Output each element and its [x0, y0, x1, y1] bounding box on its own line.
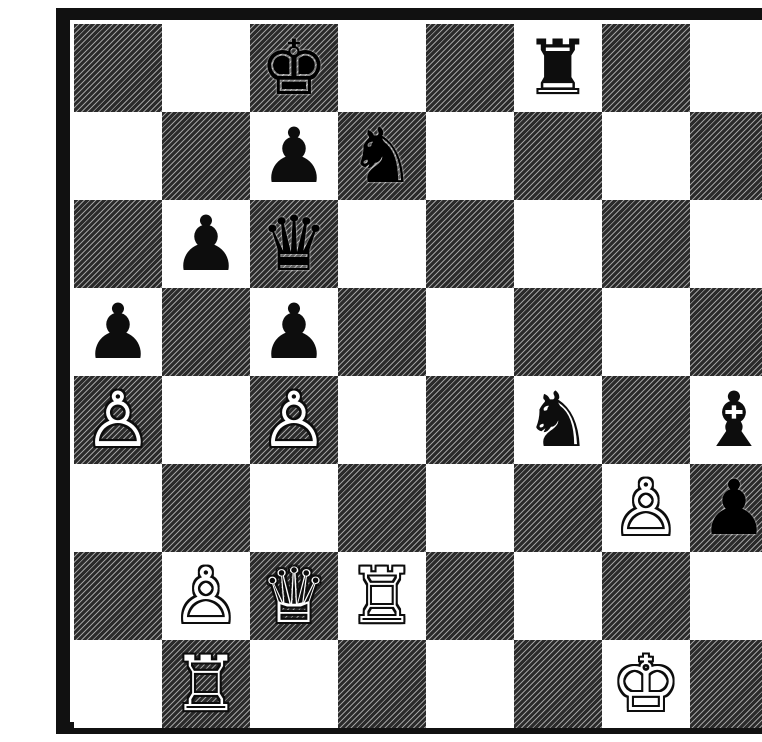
square-c8[interactable]: ♚ [250, 24, 338, 112]
square-g3[interactable]: ♙ [602, 464, 690, 552]
black-knight-icon[interactable]: ♞ [348, 118, 416, 194]
square-b4[interactable] [162, 376, 250, 464]
square-c6[interactable]: ♛ [250, 200, 338, 288]
square-d4[interactable] [338, 376, 426, 464]
white-pawn-icon[interactable]: ♙ [612, 470, 680, 546]
square-f5[interactable] [514, 288, 602, 376]
black-pawn-icon[interactable]: ♟ [84, 294, 152, 370]
black-pawn-icon[interactable]: ♟ [172, 206, 240, 282]
square-e2[interactable] [426, 552, 514, 640]
square-b3[interactable] [162, 464, 250, 552]
square-a3[interactable] [74, 464, 162, 552]
white-pawn-icon[interactable]: ♙ [172, 558, 240, 634]
square-b2[interactable]: ♙ [162, 552, 250, 640]
square-c7[interactable]: ♟ [250, 112, 338, 200]
square-h8[interactable] [690, 24, 762, 112]
square-b8[interactable] [162, 24, 250, 112]
square-a8[interactable] [74, 24, 162, 112]
white-rook-icon[interactable]: ♖ [172, 646, 240, 722]
square-b5[interactable] [162, 288, 250, 376]
square-f8[interactable]: ♜ [514, 24, 602, 112]
square-d5[interactable] [338, 288, 426, 376]
square-e7[interactable] [426, 112, 514, 200]
square-e4[interactable] [426, 376, 514, 464]
square-f3[interactable] [514, 464, 602, 552]
chess-board[interactable]: ♚ ♜ ♟ ♞ ♟ ♛ ♟ ♟ ♙ ♙ ♞ ♝ ♙ ♟ ♙ ♕ ♖ ♖ ♔ [74, 24, 762, 728]
square-a7[interactable] [74, 112, 162, 200]
square-f1[interactable] [514, 640, 602, 728]
white-rook-icon[interactable]: ♖ [348, 558, 416, 634]
square-e8[interactable] [426, 24, 514, 112]
black-pawn-icon[interactable]: ♟ [260, 294, 328, 370]
square-g1[interactable]: ♔ [602, 640, 690, 728]
square-b6[interactable]: ♟ [162, 200, 250, 288]
black-bishop-icon[interactable]: ♝ [700, 382, 762, 458]
square-b7[interactable] [162, 112, 250, 200]
square-g4[interactable] [602, 376, 690, 464]
square-h3[interactable]: ♟ [690, 464, 762, 552]
square-f7[interactable] [514, 112, 602, 200]
square-f4[interactable]: ♞ [514, 376, 602, 464]
square-d2[interactable]: ♖ [338, 552, 426, 640]
square-a6[interactable] [74, 200, 162, 288]
square-h5[interactable] [690, 288, 762, 376]
square-h6[interactable] [690, 200, 762, 288]
black-pawn-icon[interactable]: ♟ [260, 118, 328, 194]
black-knight-icon[interactable]: ♞ [524, 382, 592, 458]
white-pawn-icon[interactable]: ♙ [260, 382, 328, 458]
black-pawn-icon[interactable]: ♟ [700, 470, 762, 546]
square-a4[interactable]: ♙ [74, 376, 162, 464]
square-g5[interactable] [602, 288, 690, 376]
square-c2[interactable]: ♕ [250, 552, 338, 640]
square-h1[interactable] [690, 640, 762, 728]
square-g7[interactable] [602, 112, 690, 200]
square-a1[interactable] [74, 640, 162, 728]
square-h2[interactable] [690, 552, 762, 640]
square-a2[interactable] [74, 552, 162, 640]
square-g8[interactable] [602, 24, 690, 112]
square-e5[interactable] [426, 288, 514, 376]
white-pawn-icon[interactable]: ♙ [84, 382, 152, 458]
square-f2[interactable] [514, 552, 602, 640]
square-d6[interactable] [338, 200, 426, 288]
square-d7[interactable]: ♞ [338, 112, 426, 200]
black-queen-icon[interactable]: ♛ [260, 206, 328, 282]
white-queen-icon[interactable]: ♕ [260, 558, 328, 634]
square-e6[interactable] [426, 200, 514, 288]
square-g6[interactable] [602, 200, 690, 288]
square-g2[interactable] [602, 552, 690, 640]
square-b1[interactable]: ♖ [162, 640, 250, 728]
square-d1[interactable] [338, 640, 426, 728]
square-c5[interactable]: ♟ [250, 288, 338, 376]
square-f6[interactable] [514, 200, 602, 288]
black-rook-icon[interactable]: ♜ [524, 30, 592, 106]
square-h7[interactable] [690, 112, 762, 200]
square-d8[interactable] [338, 24, 426, 112]
white-king-icon[interactable]: ♔ [612, 646, 680, 722]
square-c3[interactable] [250, 464, 338, 552]
square-e3[interactable] [426, 464, 514, 552]
square-c4[interactable]: ♙ [250, 376, 338, 464]
black-king-icon[interactable]: ♚ [260, 30, 328, 106]
square-h4[interactable]: ♝ [690, 376, 762, 464]
square-d3[interactable] [338, 464, 426, 552]
square-c1[interactable] [250, 640, 338, 728]
square-e1[interactable] [426, 640, 514, 728]
square-a5[interactable]: ♟ [74, 288, 162, 376]
